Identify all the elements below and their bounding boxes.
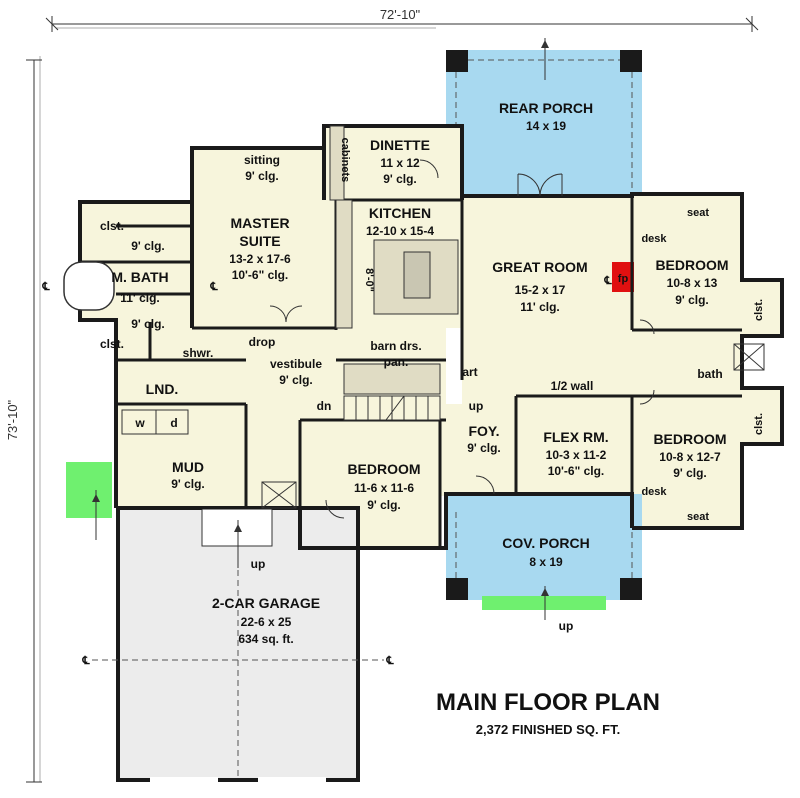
garage-name: 2-CAR GARAGE — [212, 595, 320, 611]
rear-porch-post-left — [446, 50, 468, 72]
shower-label: shwr. — [183, 346, 214, 360]
bedroom-se-closet: clst. — [753, 413, 765, 435]
bedroom-se-name: BEDROOM — [653, 431, 726, 447]
porch-steps — [482, 596, 606, 610]
centerline-symbol-master: ℄ — [209, 281, 218, 293]
bedroom-se-ceiling: 9' clg. — [673, 466, 707, 480]
covered-porch-area — [446, 494, 642, 600]
rear-porch-name: REAR PORCH — [499, 100, 593, 116]
cov-porch-up: up — [559, 619, 574, 633]
flex-room-name: FLEX RM. — [543, 429, 608, 445]
great-room-ceiling: 11' clg. — [520, 300, 560, 314]
master-suite-name-2: SUITE — [239, 233, 280, 249]
foyer-name: FOY. — [468, 423, 499, 439]
cov-porch-post-left — [446, 578, 468, 600]
m-bath-ceiling-b: 9' clg. — [131, 317, 165, 331]
stairs-dn-label: dn — [317, 399, 332, 413]
master-suite-ceiling: 10'-6" clg. — [232, 268, 289, 282]
bedroom-mid-name: BEDROOM — [347, 461, 420, 477]
bedroom-se-desk: desk — [641, 486, 667, 498]
vestibule-ceiling: 9' clg. — [279, 373, 313, 387]
bedroom-ne-desk: desk — [641, 233, 667, 245]
garage-up-label: up — [251, 557, 266, 571]
rear-porch-post-right — [620, 50, 642, 72]
floor-fill — [80, 126, 782, 548]
cabinets-label: cabinets — [339, 138, 351, 183]
centerline-symbol-garage-right: ℄ — [385, 655, 394, 667]
cov-porch-name: COV. PORCH — [502, 535, 589, 551]
bedroom-mid-ceiling: 9' clg. — [367, 498, 401, 512]
m-bath-ceiling-a: 9' clg. — [131, 239, 165, 253]
depth-dimension: 73'-10" — [5, 399, 20, 440]
bedroom-ne-closet: clst. — [753, 299, 765, 321]
master-suite-size: 13-2 x 17-6 — [229, 252, 291, 266]
barn-doors-label: barn drs. — [370, 339, 421, 353]
sitting-name: sitting — [244, 153, 280, 167]
island-dimension: 8'-0" — [363, 268, 375, 292]
side-stoop — [66, 462, 112, 518]
width-dimension: 72'-10" — [380, 7, 421, 22]
vestibule-name: vestibule — [270, 357, 322, 371]
bedroom-ne-name: BEDROOM — [655, 257, 728, 273]
bath-label: bath — [697, 367, 722, 381]
centerline-symbol-left: ℄ — [41, 281, 50, 293]
bedroom-ne-size: 10-8 x 13 — [667, 276, 718, 290]
stairs-up-label: up — [469, 399, 484, 413]
pantry-label: pan. — [384, 355, 409, 369]
m-bath-tub — [63, 261, 115, 311]
bedroom-mid-size: 11-6 x 11-6 — [354, 481, 414, 495]
dinette-size: 11 x 12 — [380, 156, 420, 170]
bedroom-ne-seat: seat — [687, 207, 709, 219]
kitchen-size: 12-10 x 15-4 — [366, 224, 434, 238]
centerline-symbol-great: ℄ — [603, 275, 612, 287]
garage-area-label: 634 sq. ft. — [238, 632, 293, 646]
m-bath-name: M. BATH — [111, 269, 168, 285]
doors — [269, 159, 655, 519]
dimension-lines — [26, 16, 759, 783]
m-bath-closet-b: clst. — [100, 337, 124, 351]
drop-label: drop — [249, 335, 276, 349]
bedroom-se-seat: seat — [687, 511, 709, 523]
dinette-name: DINETTE — [370, 137, 430, 153]
fireplace-label: fp — [618, 273, 629, 285]
sitting-ceiling: 9' clg. — [245, 169, 279, 183]
art-label: art — [462, 365, 477, 379]
foyer-ceiling: 9' clg. — [467, 441, 501, 455]
mud-ceiling: 9' clg. — [171, 477, 205, 491]
dryer-label: d — [170, 416, 177, 430]
fireplace — [612, 262, 634, 292]
rear-porch-area — [446, 50, 642, 198]
mud-name: MUD — [172, 459, 204, 475]
bedroom-ne-ceiling: 9' clg. — [675, 293, 709, 307]
plan-title: MAIN FLOOR PLAN — [436, 689, 660, 716]
cov-porch-size: 8 x 19 — [529, 555, 563, 569]
flex-room-ceiling: 10'-6" clg. — [548, 464, 605, 478]
bedroom-se-size: 10-8 x 12-7 — [659, 450, 721, 464]
kitchen-counter — [335, 199, 353, 329]
m-bath-ceiling: 11' clg. — [120, 291, 160, 305]
garage-size: 22-6 x 25 — [241, 615, 292, 629]
dinette-ceiling: 9' clg. — [383, 172, 417, 186]
half-wall-label: 1/2 wall — [551, 379, 594, 393]
centerline-symbol-garage-left: ℄ — [81, 655, 90, 667]
great-room-name: GREAT ROOM — [492, 259, 587, 275]
flex-room-size: 10-3 x 11-2 — [546, 448, 607, 462]
washer-label: w — [134, 416, 145, 430]
kitchen-name: KITCHEN — [369, 205, 431, 221]
master-suite-name-1: MASTER — [230, 215, 289, 231]
plan-subtitle: 2,372 FINISHED SQ. FT. — [476, 722, 621, 737]
cov-porch-post-right — [620, 578, 642, 600]
laundry-name: LND. — [146, 381, 179, 397]
great-room-size: 15-2 x 17 — [515, 283, 566, 297]
m-bath-closet-a: clst. — [100, 219, 124, 233]
rear-porch-size: 14 x 19 — [526, 119, 566, 133]
stairs — [343, 395, 441, 421]
